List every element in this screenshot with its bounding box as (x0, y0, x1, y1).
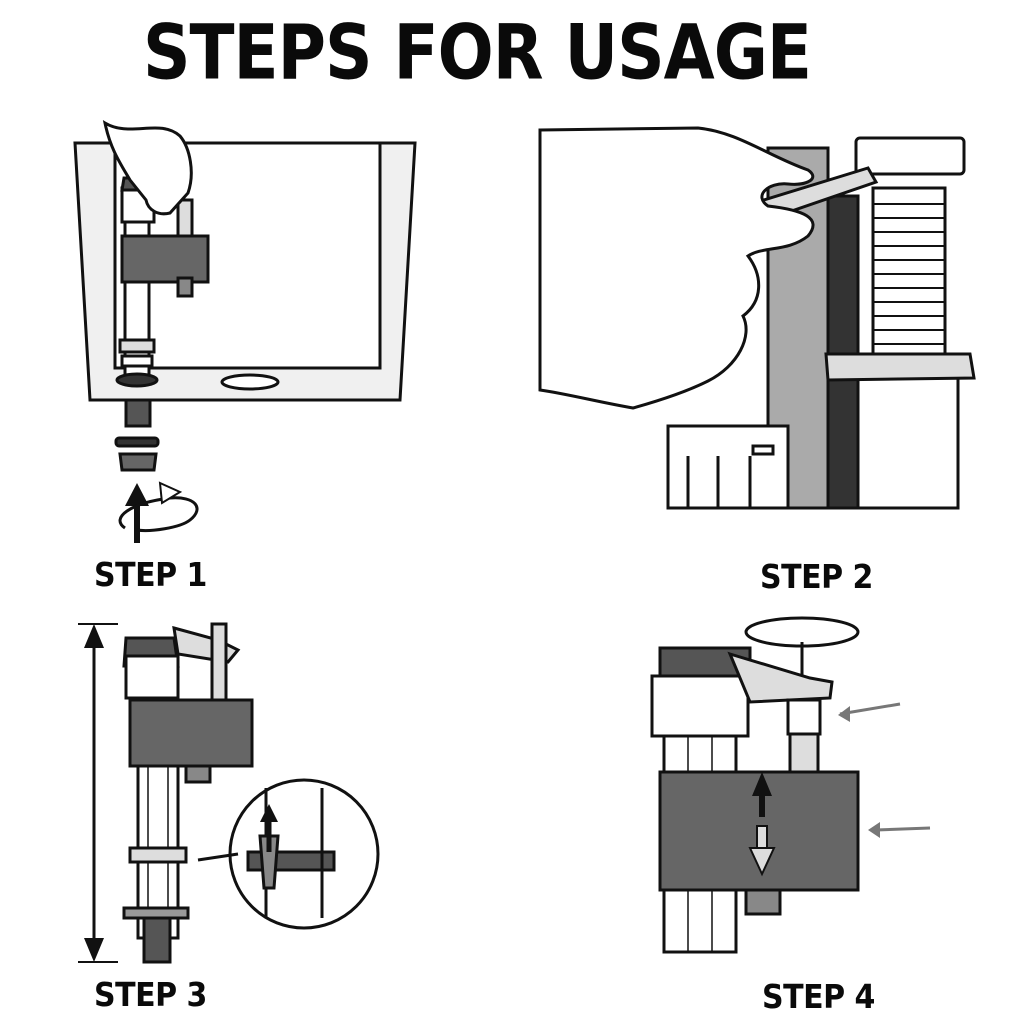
step-4-label: STEP 4 (762, 978, 875, 1017)
step-2-label: STEP 2 (760, 558, 873, 597)
page-title: STEPS FOR USAGE (143, 8, 812, 97)
shank (124, 398, 152, 428)
hand (538, 126, 815, 410)
arrow-up-icon (260, 804, 278, 822)
drain-hole (220, 373, 280, 391)
step-3-label: STEP 3 (94, 976, 207, 1015)
pointer-arrow-icon (868, 822, 880, 838)
arrow-down-icon (748, 847, 776, 877)
arrow-up-icon (125, 483, 149, 506)
rotate-arrow-icon (118, 496, 199, 532)
arrow-up-icon (84, 624, 104, 648)
lever (727, 651, 834, 704)
step-1-illustration (73, 119, 417, 543)
float-block (120, 234, 210, 284)
arrow-up-icon (752, 772, 772, 796)
float-block (128, 698, 254, 768)
pointer-arrow-icon (838, 706, 850, 722)
step-2-illustration (538, 126, 976, 510)
step-4-illustration (650, 616, 931, 954)
rotate-ring (744, 616, 860, 648)
hand (102, 119, 193, 216)
step-1-label: STEP 1 (94, 556, 207, 595)
lever (172, 625, 241, 664)
spring (871, 186, 947, 370)
arrow-down-icon (84, 938, 104, 962)
step-3-illustration (78, 622, 380, 964)
lock-nut (118, 452, 158, 472)
